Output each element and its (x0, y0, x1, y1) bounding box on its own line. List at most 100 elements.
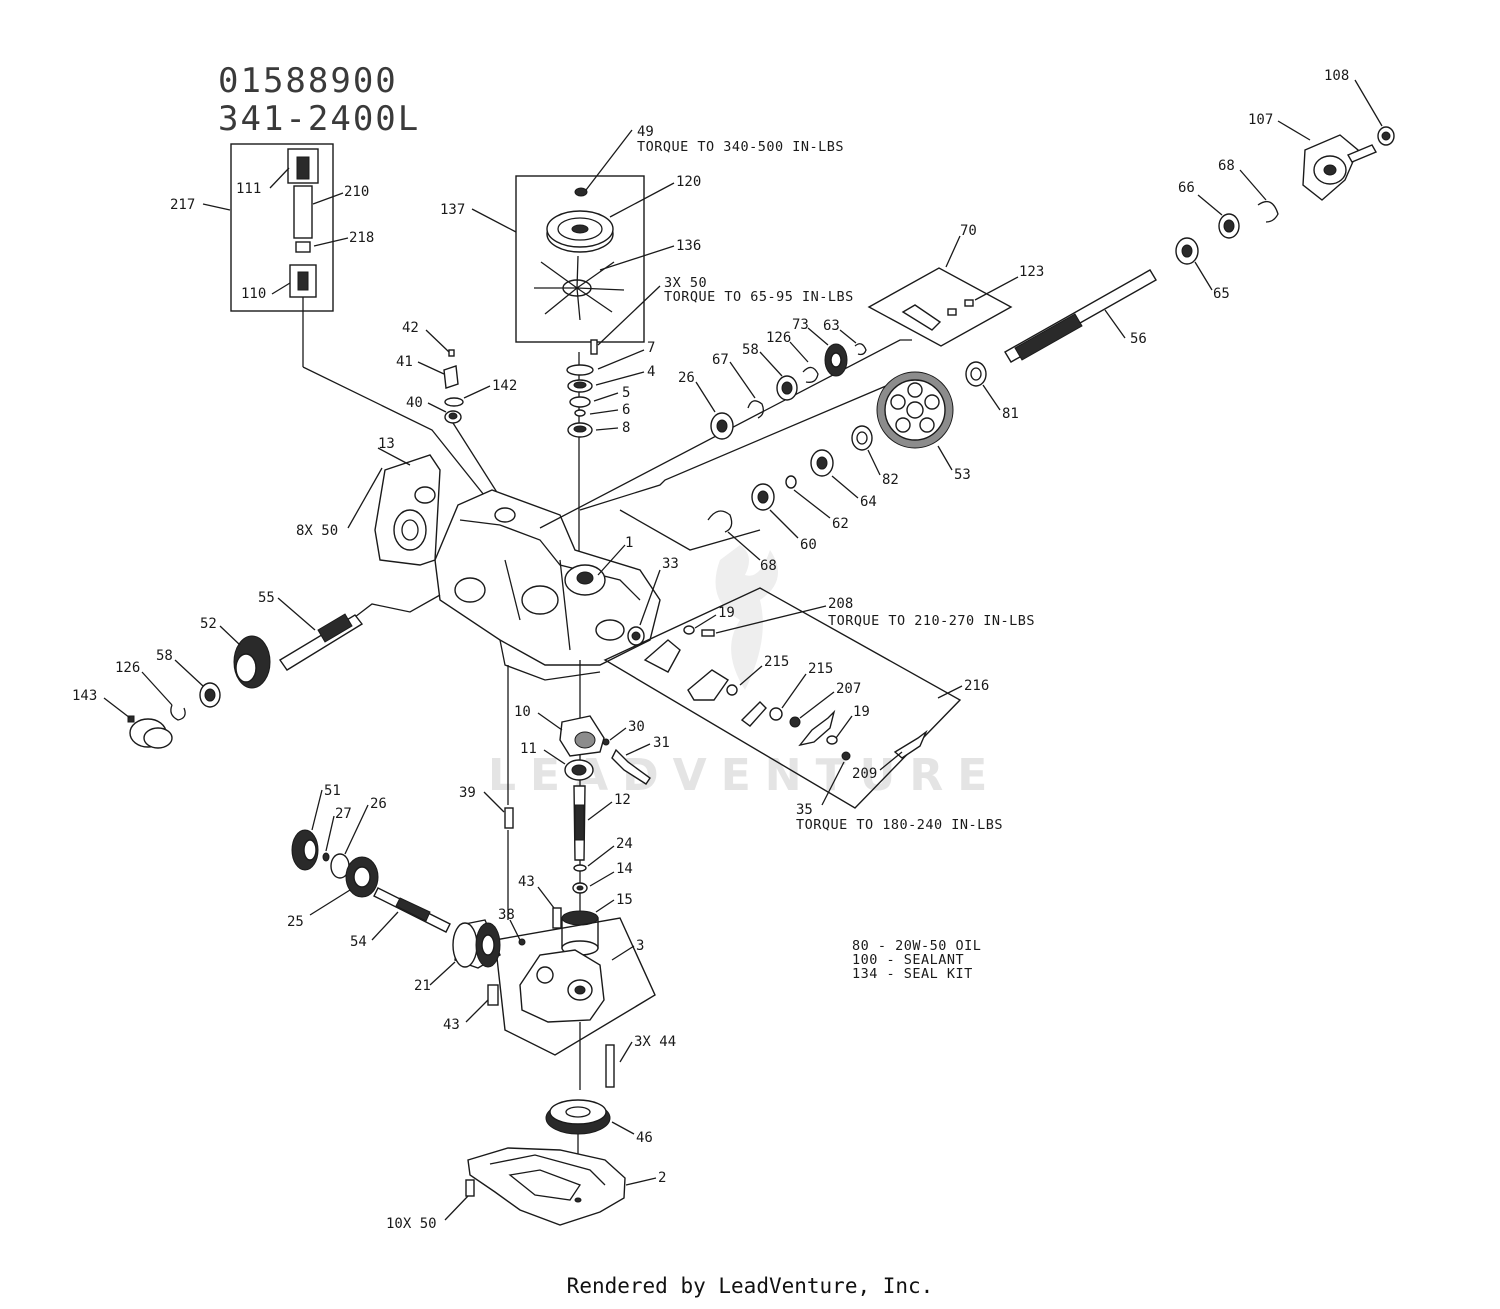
callout-110: 110 (241, 286, 266, 302)
callout-142: 142 (492, 378, 517, 394)
fan-136 (534, 255, 625, 321)
callout-26b: 26 (370, 796, 387, 812)
credit-footer: Rendered by LeadVenture, Inc. (566, 1274, 934, 1298)
callout-51: 51 (324, 783, 341, 799)
callout-58a: 58 (156, 648, 173, 664)
bevel-gear-52 (233, 635, 271, 689)
callout-42: 42 (402, 320, 419, 336)
callout-25: 25 (287, 914, 304, 930)
gear-51 (291, 829, 319, 871)
callout-63: 63 (823, 318, 840, 334)
callout-54: 54 (350, 934, 367, 950)
callout-41: 41 (396, 354, 413, 370)
callout-13: 13 (378, 436, 395, 452)
callout-5: 5 (622, 385, 630, 401)
callout-53: 53 (954, 467, 971, 483)
callout-43a: 43 (518, 874, 535, 890)
callout-126a: 126 (115, 660, 140, 676)
callout-3: 3 (636, 938, 644, 954)
callout-8: 8 (622, 420, 630, 436)
callout-39: 39 (459, 785, 476, 801)
callout-15: 15 (616, 892, 633, 908)
callout-120: 120 (676, 174, 701, 190)
callout-1: 1 (625, 535, 633, 551)
callout-6: 6 (622, 402, 630, 418)
callout-70: 70 (960, 223, 977, 239)
callout-210: 210 (344, 184, 369, 200)
torque-note-35: TORQUE TO 180-240 IN-LBS (796, 817, 1003, 833)
callout-66: 66 (1178, 180, 1195, 196)
callout-60: 60 (800, 537, 817, 553)
callout-40: 40 (406, 395, 423, 411)
callout-2: 2 (658, 1170, 666, 1186)
callout-107: 107 (1248, 112, 1273, 128)
legend-line-2: 100 - SEALANT (852, 952, 964, 968)
callout-24: 24 (616, 836, 633, 852)
callout-137: 137 (440, 202, 465, 218)
torque-note-50b: TORQUE TO 65-95 IN-LBS (664, 289, 854, 305)
callout-73: 73 (792, 317, 809, 333)
seal-143 (127, 715, 173, 749)
callout-31: 31 (653, 735, 670, 751)
callout-82: 82 (882, 472, 899, 488)
callout-64: 64 (860, 494, 877, 510)
callout-208: 208 (828, 596, 853, 612)
torque-note-50a: 3X 50 (664, 275, 707, 291)
legend-line-3: 134 - SEAL KIT (852, 966, 973, 982)
callout-12: 12 (614, 792, 631, 808)
callout-10x50: 10X 50 (386, 1216, 437, 1232)
torque-note-49: TORQUE TO 340-500 IN-LBS (637, 139, 844, 155)
callout-218: 218 (349, 230, 374, 246)
callout-27: 27 (335, 806, 352, 822)
callout-207: 207 (836, 681, 861, 697)
model-number: 341-2400L (218, 99, 420, 139)
callout-8x50: 8X 50 (296, 523, 338, 539)
cylinder-15 (561, 910, 599, 956)
roller-21 (452, 919, 501, 969)
callout-26a: 26 (678, 370, 695, 386)
callout-108: 108 (1324, 68, 1349, 84)
callout-19a: 19 (718, 605, 735, 621)
callout-67: 67 (712, 352, 729, 368)
callout-217: 217 (170, 197, 195, 213)
callout-21: 21 (414, 978, 431, 994)
callout-30: 30 (628, 719, 645, 735)
callout-62: 62 (832, 516, 849, 532)
callout-68a: 68 (1218, 158, 1235, 174)
callout-55: 55 (258, 590, 275, 606)
legend-line-1: 80 - 20W-50 OIL (852, 938, 981, 954)
callout-143: 143 (72, 688, 97, 704)
callout-58b: 58 (742, 342, 759, 358)
callout-81: 81 (1002, 406, 1019, 422)
assembly-217-box (230, 143, 334, 367)
callout-52: 52 (200, 616, 217, 632)
callout-3x44: 3X 44 (634, 1034, 676, 1050)
callout-123: 123 (1019, 264, 1044, 280)
callout-215a: 215 (764, 654, 789, 670)
base-pan-2 (467, 1147, 626, 1226)
callout-49: 49 (637, 124, 654, 140)
housing-1 (434, 489, 661, 681)
block-10 (559, 715, 605, 757)
callout-11: 11 (520, 741, 537, 757)
callout-14: 14 (616, 861, 633, 877)
callout-19b: 19 (853, 704, 870, 720)
callout-38: 38 (498, 907, 515, 923)
hub-107 (1302, 134, 1378, 201)
callout-35: 35 (796, 802, 813, 818)
callout-126b: 126 (766, 330, 791, 346)
callout-111: 111 (236, 181, 261, 197)
callout-209: 209 (852, 766, 877, 782)
torque-note-208: TORQUE TO 210-270 IN-LBS (828, 613, 1035, 629)
assembly-137-box (515, 175, 645, 355)
callout-136: 136 (676, 238, 701, 254)
callout-216: 216 (964, 678, 989, 694)
callout-215b: 215 (808, 661, 833, 677)
callout-65: 65 (1213, 286, 1230, 302)
callout-43b: 43 (443, 1017, 460, 1033)
callout-10: 10 (514, 704, 531, 720)
part-number: 01588900 (218, 61, 398, 101)
callout-46: 46 (636, 1130, 653, 1146)
